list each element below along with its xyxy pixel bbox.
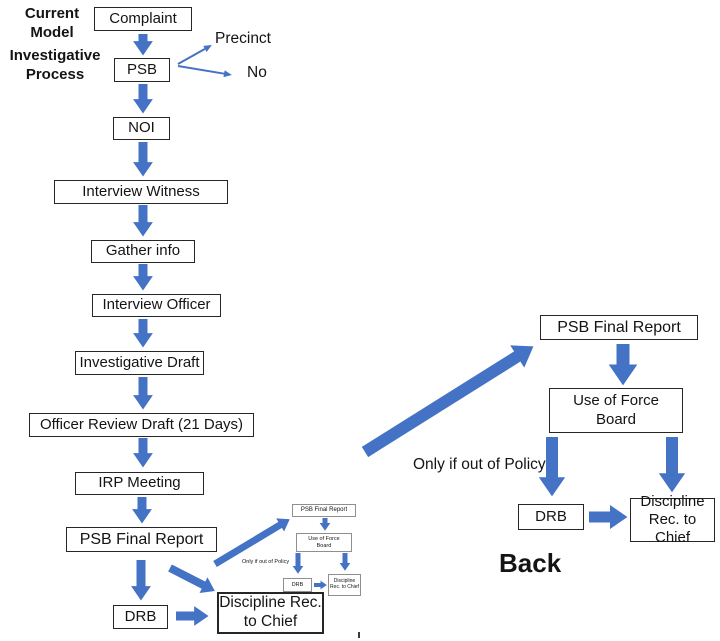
node-drb: DRB xyxy=(113,605,168,629)
node-investigative-draft: Investigative Draft xyxy=(75,351,204,375)
node-r-use-of-force-board: Use of Force Board xyxy=(549,388,683,433)
arrow-psb-precinct xyxy=(177,45,212,65)
current-model-title: Current Model xyxy=(24,5,80,41)
arrow-to-mini-chart xyxy=(213,518,290,568)
arrow-psbfinal-discipline xyxy=(168,564,215,593)
back-link[interactable]: Back xyxy=(499,548,562,578)
node-r-psb-final-report: PSB Final Report xyxy=(540,315,698,340)
node-gather-info: Gather info xyxy=(91,240,195,263)
note-m-only-if-out-of-policy: Only if out of Policy xyxy=(242,559,290,565)
node-r-discipline-rec-to-chief: Discipline Rec. to Chief xyxy=(630,493,715,546)
node-psb-final-report: PSB Final Report xyxy=(66,527,217,552)
arrow-big-diagonal-to-psbfinal xyxy=(361,345,534,458)
branch-label-precinct: Precinct xyxy=(215,30,271,47)
note-only-if-out-of-policy: Only if out of Policy xyxy=(413,456,546,473)
node-m-discipline-rec-to-chief: Discipline Rec. to Chief xyxy=(328,574,361,596)
node-complaint: Complaint xyxy=(94,7,192,31)
node-r-drb: DRB xyxy=(518,504,584,530)
node-noi: NOI xyxy=(113,117,170,140)
node-interview-officer: Interview Officer xyxy=(92,294,221,317)
arrow-psb-no xyxy=(177,65,232,78)
node-m-psb-final-report: PSB Final Report xyxy=(292,504,356,517)
node-irp-meeting: IRP Meeting xyxy=(75,472,204,495)
node-m-drb: DRB xyxy=(283,578,312,592)
node-officer-review-draft: Officer Review Draft (21 Days) xyxy=(29,413,254,437)
stray-mark xyxy=(358,632,360,638)
node-discipline-rec-to-chief: Discipline Rec. to Chief xyxy=(217,592,324,634)
node-psb: PSB xyxy=(114,58,170,82)
branch-label-no: No xyxy=(247,64,267,81)
investigative-process-title: Investigative Process xyxy=(9,47,101,83)
node-m-use-of-force-board: Use of Force Board xyxy=(296,533,352,552)
node-interview-witness: Interview Witness xyxy=(54,180,228,204)
